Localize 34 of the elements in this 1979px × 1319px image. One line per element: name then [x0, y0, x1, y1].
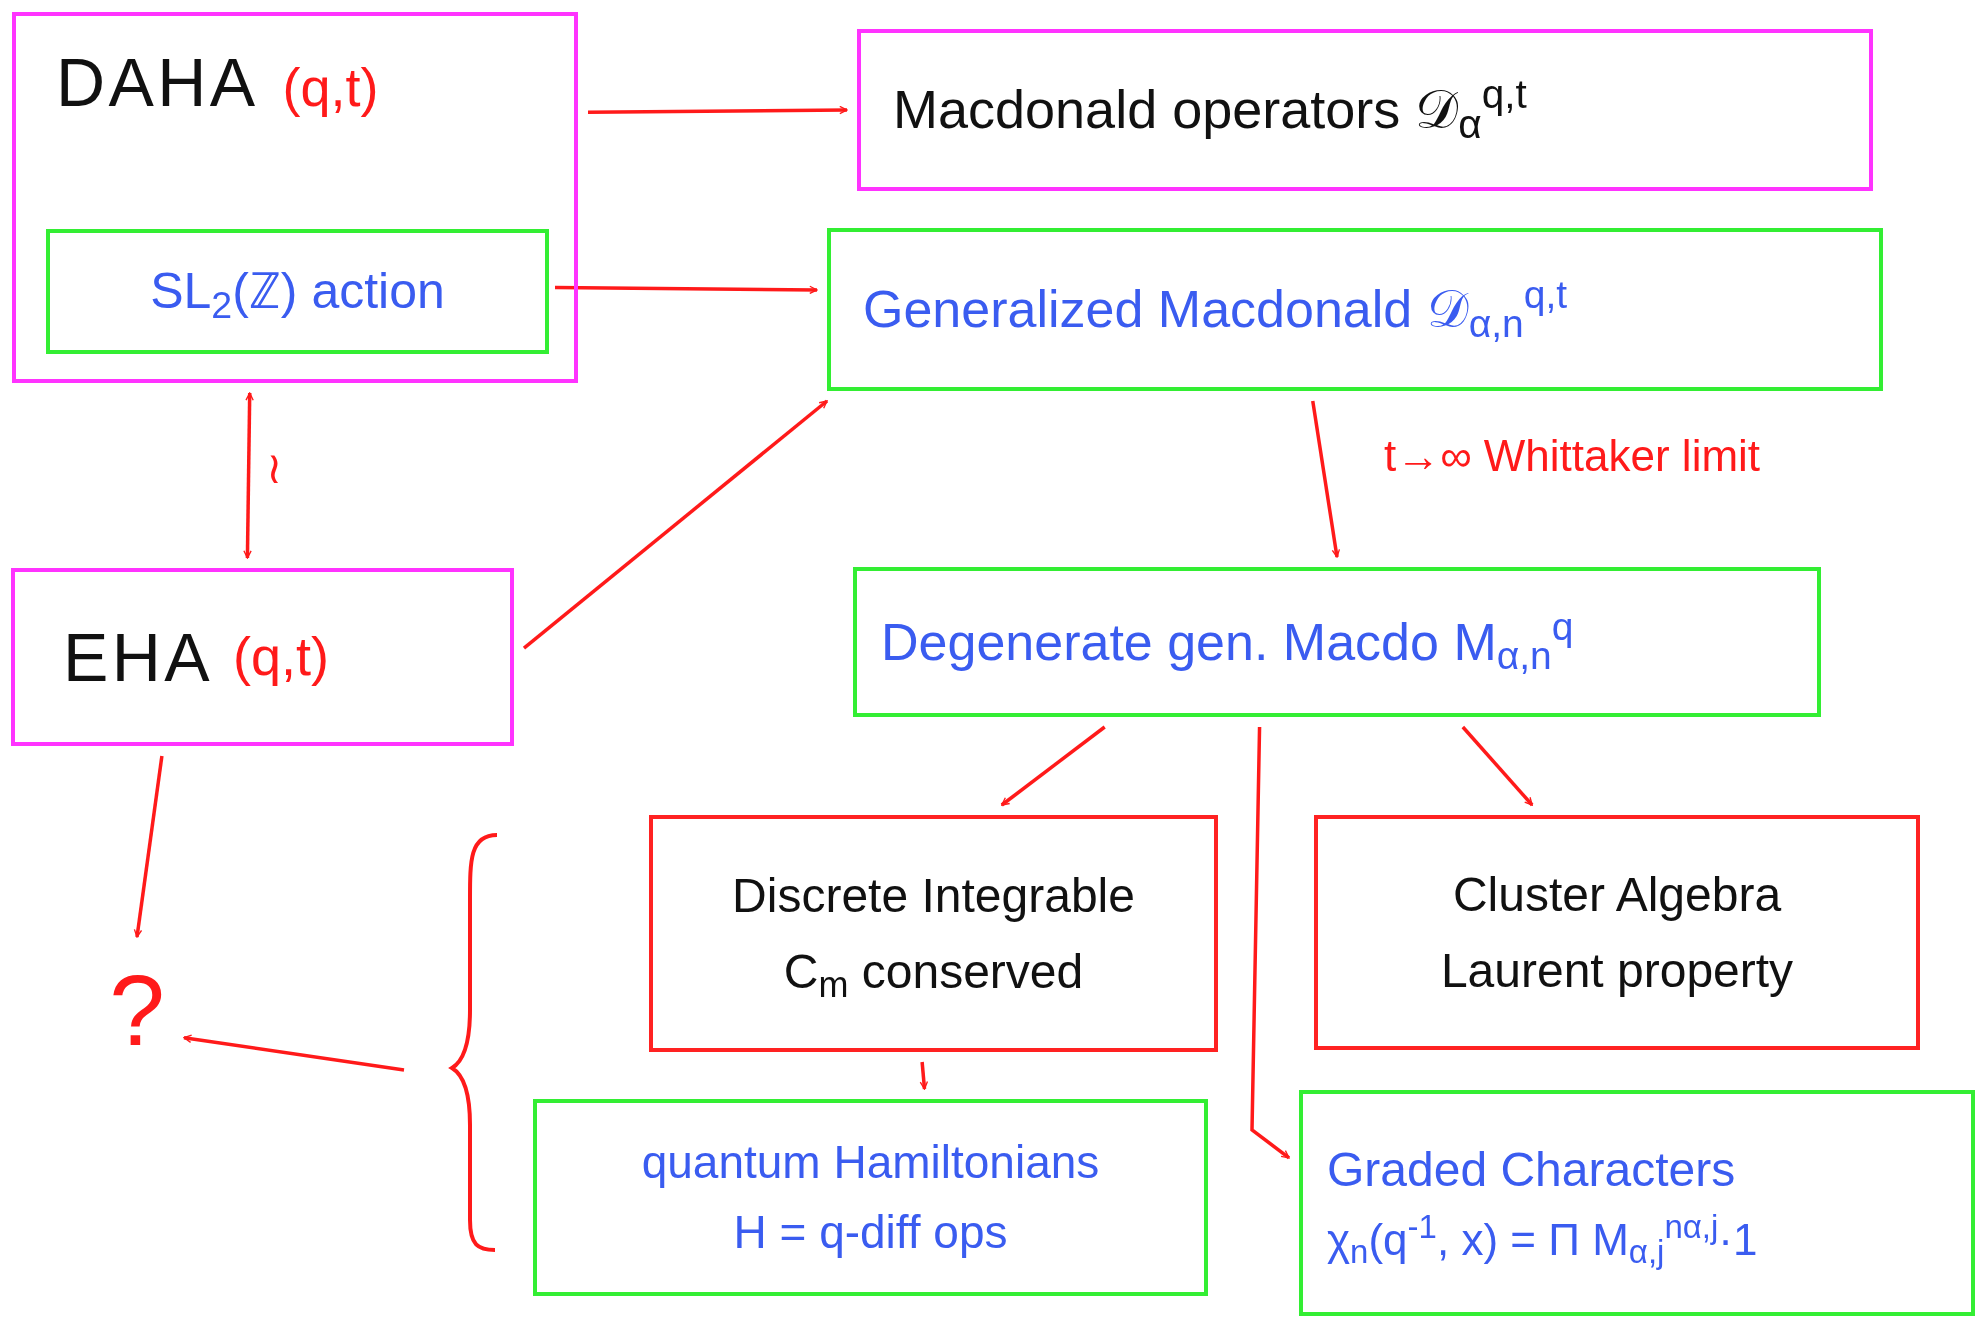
operator-box — [853, 567, 1821, 717]
arrow — [588, 105, 848, 115]
concept-box — [1299, 1090, 1975, 1316]
arrow — [183, 1034, 405, 1072]
arrow — [1250, 726, 1291, 1160]
algebra-box — [11, 568, 514, 746]
arrow — [555, 285, 818, 295]
operator-box — [857, 29, 1873, 191]
node-text: H = q-diff ops — [733, 1204, 1008, 1260]
node-title: Discrete Integrable — [732, 867, 1135, 924]
concept-box — [533, 1099, 1208, 1296]
node-title: Graded Characters — [1327, 1141, 1737, 1198]
node-title: quantum Hamiltonians — [641, 1135, 1100, 1190]
question-mark: ? — [109, 952, 165, 1068]
parameter-text: (q,t) — [282, 56, 379, 119]
node-title: Cluster Algebra — [1452, 866, 1782, 923]
arrow — [243, 392, 254, 559]
concept-box — [649, 815, 1218, 1052]
arrow — [1461, 725, 1534, 807]
node-title: SL$_{2}$(ℤ) action — [150, 262, 445, 323]
algebra-name: DAHA — [56, 43, 259, 122]
operator-box — [827, 228, 1883, 391]
concept-box — [1314, 815, 1920, 1050]
algebra-name: EHA — [63, 617, 214, 697]
arrow — [1311, 400, 1341, 558]
arrow — [919, 1061, 929, 1090]
parameter-text: (q,t) — [233, 625, 330, 689]
node-text: C$_{m}$ conserved — [783, 943, 1084, 1002]
arrow — [1000, 725, 1106, 807]
arrow — [133, 755, 164, 938]
action-box — [46, 229, 549, 354]
algebra-box — [12, 12, 578, 383]
arrow — [522, 399, 829, 650]
node-text: Laurent property — [1440, 942, 1794, 999]
